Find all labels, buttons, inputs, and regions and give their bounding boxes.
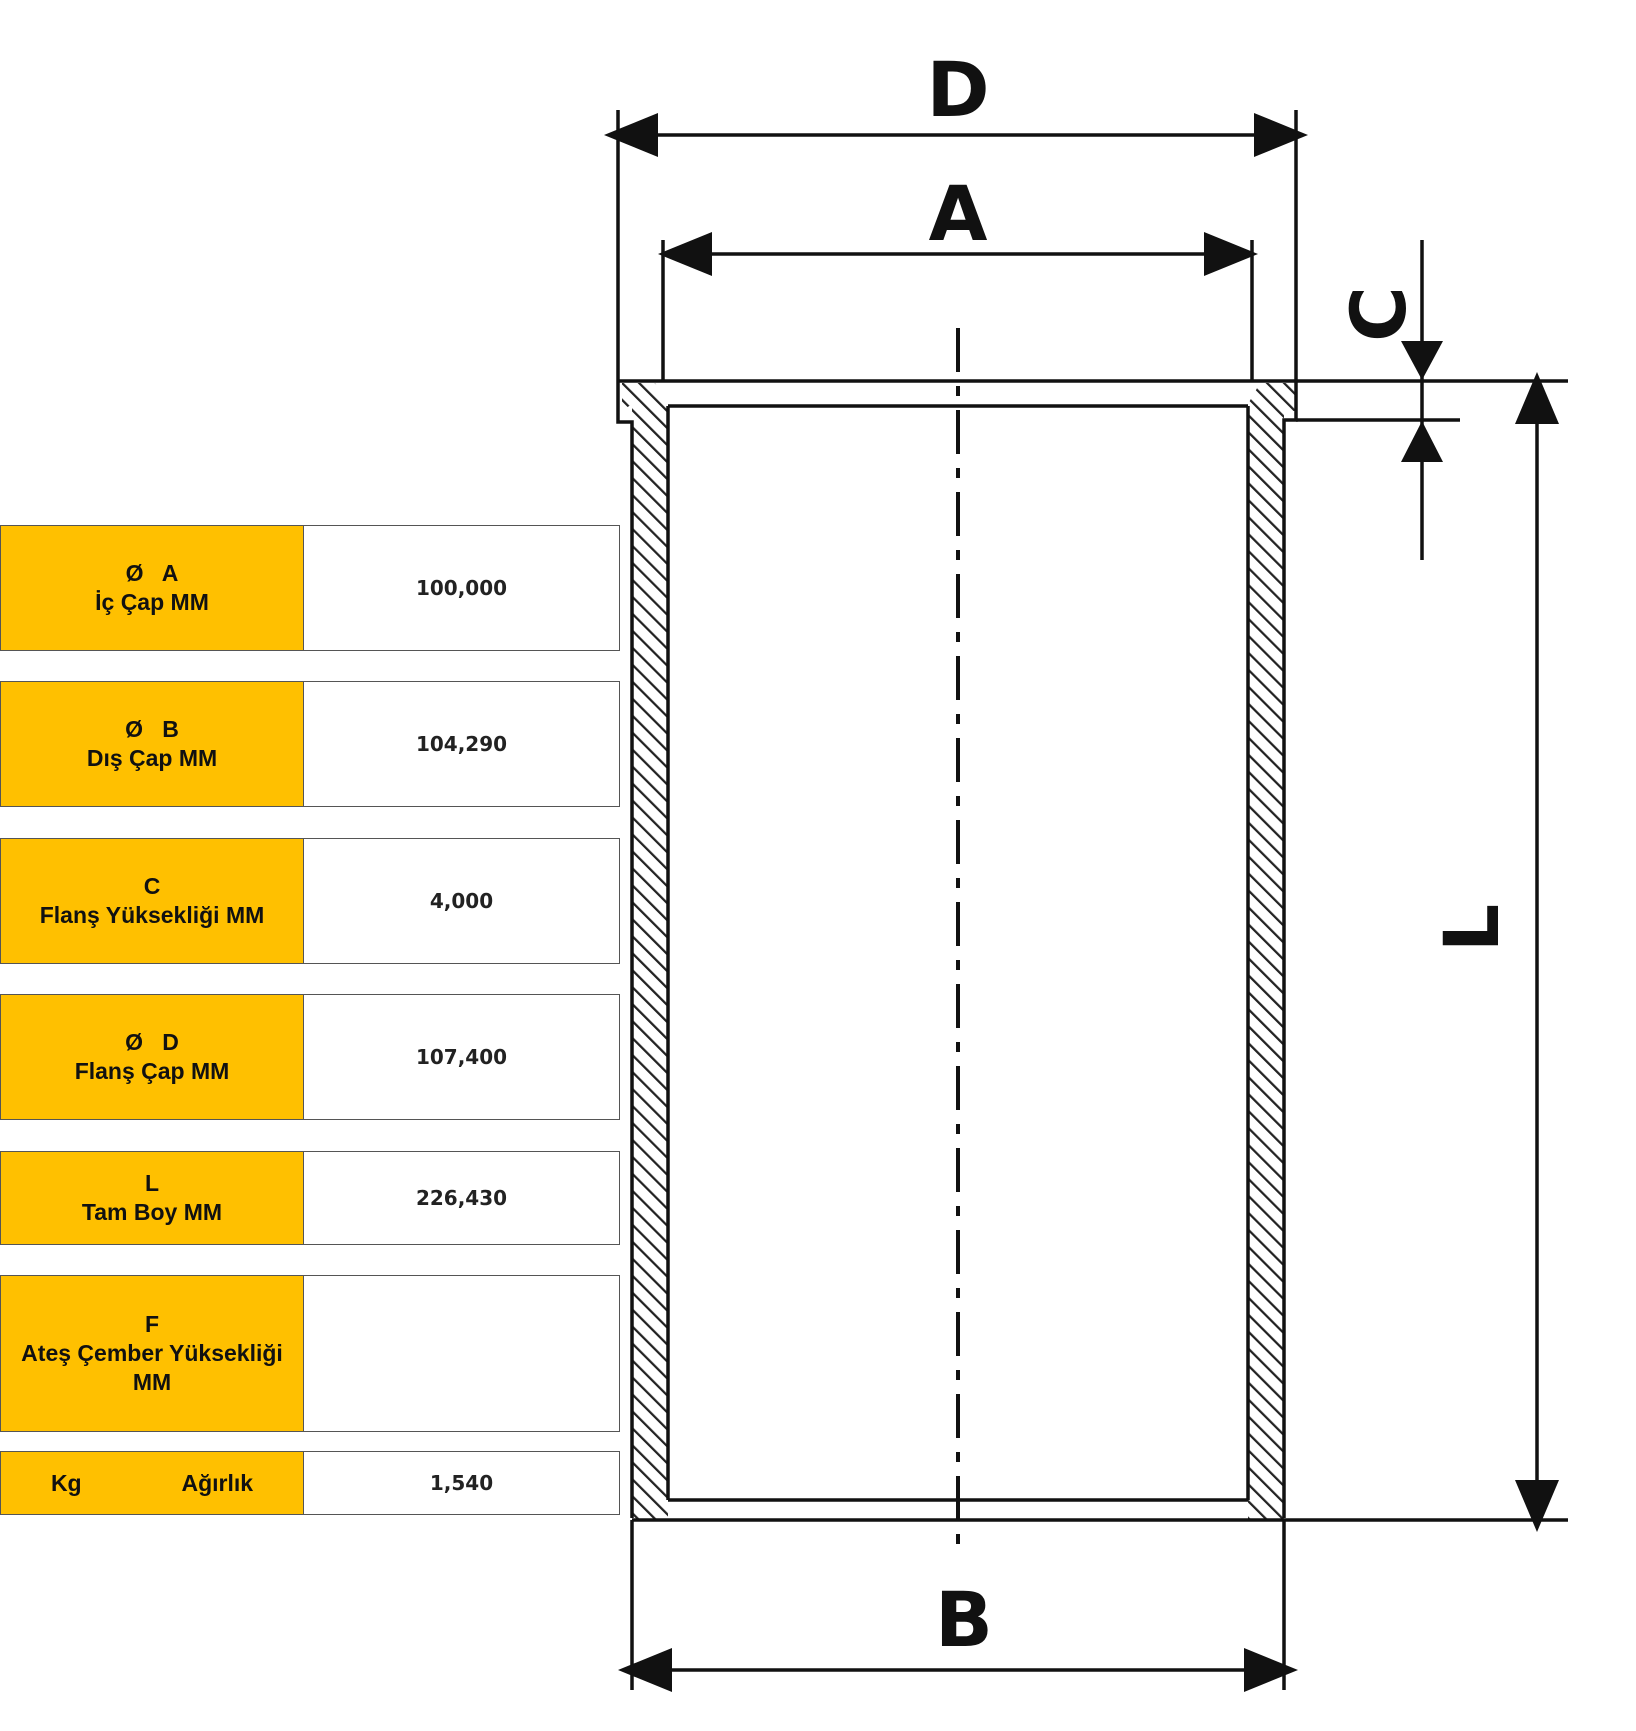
weight-unit: Kg (50, 1469, 82, 1496)
liner-outline (616, 110, 1568, 1690)
spec-label: Ø B Dış Çap MM (1, 682, 303, 806)
spec-row-inner-diameter: Ø A İç Çap MM 100,000 (0, 525, 620, 651)
spec-value: 100,000 (303, 526, 619, 650)
spec-symbol: C (143, 873, 161, 899)
spec-symbol: Ø B (125, 716, 179, 742)
spec-name: İç Çap MM (95, 589, 209, 615)
spec-name: Flanş Çap MM (74, 1058, 230, 1084)
spec-label: L Tam Boy MM (1, 1152, 303, 1244)
spec-value: 104,290 (303, 682, 619, 806)
left-bottom-chamfer (632, 1500, 668, 1520)
spec-symbol: L (144, 1170, 160, 1196)
spec-symbol: Ø D (125, 1029, 179, 1055)
spec-name: Dış Çap MM (86, 745, 218, 771)
spec-label: F Ateş Çember Yüksekliği MM (1, 1276, 303, 1431)
spec-row-total-length: L Tam Boy MM 226,430 (0, 1151, 620, 1245)
weight-value: 1,540 (303, 1452, 619, 1514)
spec-row-fire-ring-height: F Ateş Çember Yüksekliği MM (0, 1275, 620, 1432)
spec-name: Flanş Yüksekliği MM (39, 902, 265, 928)
spec-value: 4,000 (303, 839, 619, 963)
dimension-letter-c: C (1334, 286, 1423, 342)
spec-value: 226,430 (303, 1152, 619, 1244)
dimension-arrows (604, 113, 1559, 1692)
spec-symbol: Ø A (125, 560, 179, 586)
spec-value: 107,400 (303, 995, 619, 1119)
left-flange-hatch (622, 383, 668, 411)
dimension-letter-a: A (929, 169, 988, 258)
right-flange-hatch (1248, 383, 1296, 411)
dimension-letter-b: B (935, 1575, 993, 1664)
spec-symbol: F (144, 1311, 160, 1337)
spec-row-outer-diameter: Ø B Dış Çap MM 104,290 (0, 681, 620, 807)
spec-row-flange-diameter: Ø D Flanş Çap MM 107,400 (0, 994, 620, 1120)
right-wall-hatch (1248, 404, 1284, 1520)
right-bottom-chamfer (1248, 1500, 1284, 1520)
spec-row-flange-height: C Flanş Yüksekliği MM 4,000 (0, 838, 620, 964)
spec-label: Ø D Flanş Çap MM (1, 995, 303, 1119)
spec-label: C Flanş Yüksekliği MM (1, 839, 303, 963)
left-wall-hatch (632, 404, 668, 1520)
spec-name: Ateş Çember Yüksekliği MM (21, 1340, 283, 1395)
dimension-letter-d: D (926, 45, 989, 134)
spec-label: Kg Ağırlık (1, 1452, 303, 1514)
spec-label: Ø A İç Çap MM (1, 526, 303, 650)
spec-row-weight: Kg Ağırlık 1,540 (0, 1451, 620, 1515)
spec-name: Tam Boy MM (81, 1199, 223, 1225)
spec-value (303, 1276, 619, 1431)
weight-name: Ağırlık (181, 1469, 254, 1496)
dimension-letter-l: L (1427, 904, 1516, 952)
